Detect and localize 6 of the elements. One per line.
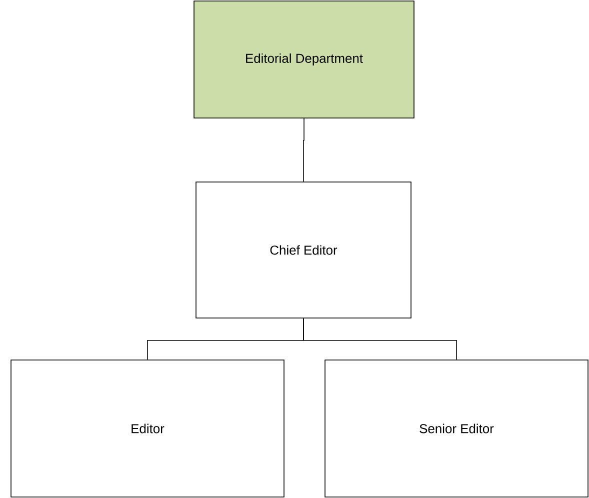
department-box: Editorial Department — [194, 0, 414, 118]
role-box: Editor — [10, 360, 284, 498]
role-box: Chief Editor — [196, 182, 412, 318]
connector-line — [303, 318, 457, 360]
role-box: Senior Editor — [324, 360, 588, 498]
connector-line — [303, 118, 304, 182]
